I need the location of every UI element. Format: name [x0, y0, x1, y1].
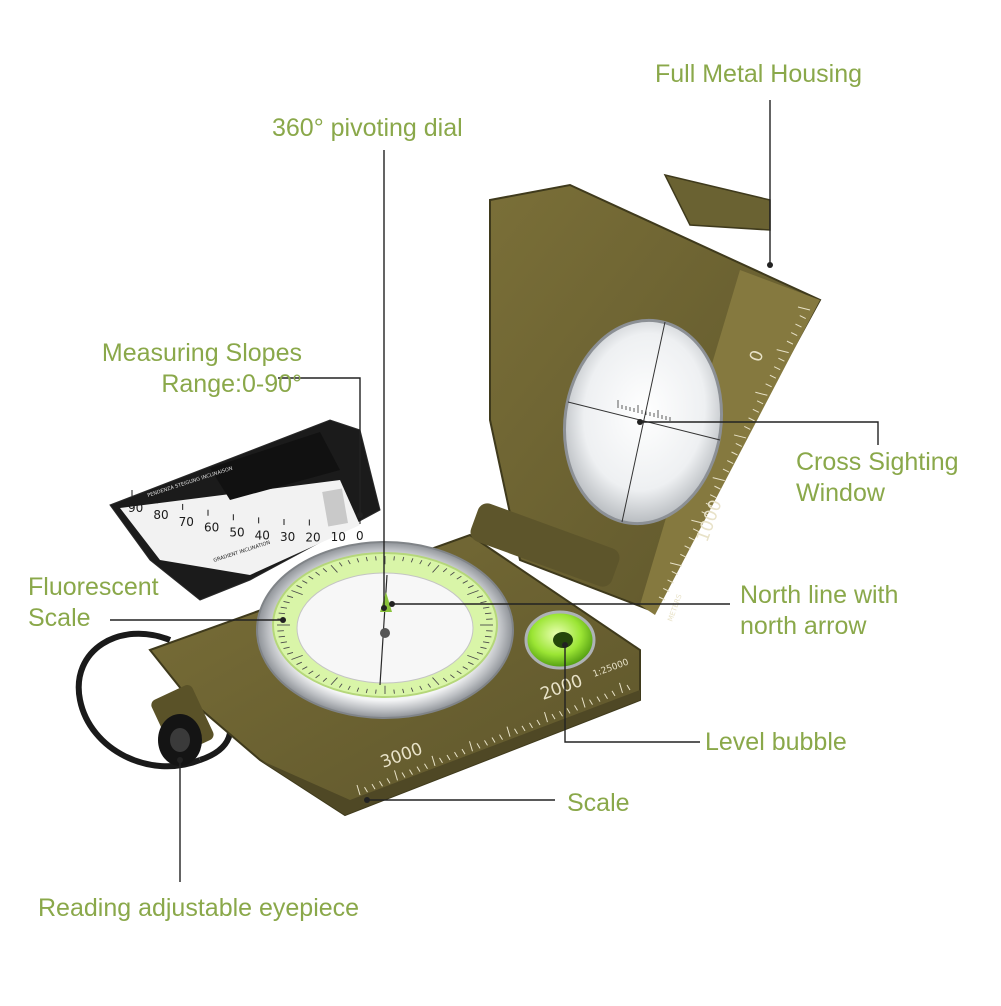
clinometer-tick-label: 20: [305, 530, 320, 544]
clinometer-tick-label: 50: [229, 525, 244, 539]
callout-eyepiece: Reading adjustable eyepiece: [38, 893, 359, 924]
callout-full-metal-housing: Full Metal Housing: [655, 59, 862, 90]
callout-measuring-slopes: Measuring Slopes Range:0-90°: [80, 338, 302, 400]
clinometer-tick-label: 90: [128, 501, 143, 515]
dial-pivot: [380, 628, 390, 638]
clinometer-tick-label: 10: [331, 530, 346, 544]
callout-pivoting-dial: 360° pivoting dial: [272, 113, 463, 144]
tick-mark: [394, 690, 395, 694]
tick-mark: [376, 556, 377, 560]
lid-marking-meters: METERS: [666, 593, 683, 623]
callout-fluorescent-scale: Fluorescent Scale: [28, 572, 159, 634]
clinometer-tick-label: 60: [204, 521, 219, 535]
clinometer-tick-label: 0: [356, 529, 364, 543]
clinometer-tick-label: 80: [153, 508, 168, 522]
tick-mark: [394, 556, 395, 560]
clinometer-tick-label: 30: [280, 530, 295, 544]
callout-cross-sighting-window: Cross Sighting Window: [796, 447, 959, 509]
callout-level-bubble: Level bubble: [705, 727, 847, 758]
tick-mark: [376, 690, 377, 694]
callout-scale: Scale: [567, 788, 630, 819]
callout-north-line: North line with north arrow: [740, 580, 898, 642]
clinometer-tick-label: 70: [179, 515, 194, 529]
